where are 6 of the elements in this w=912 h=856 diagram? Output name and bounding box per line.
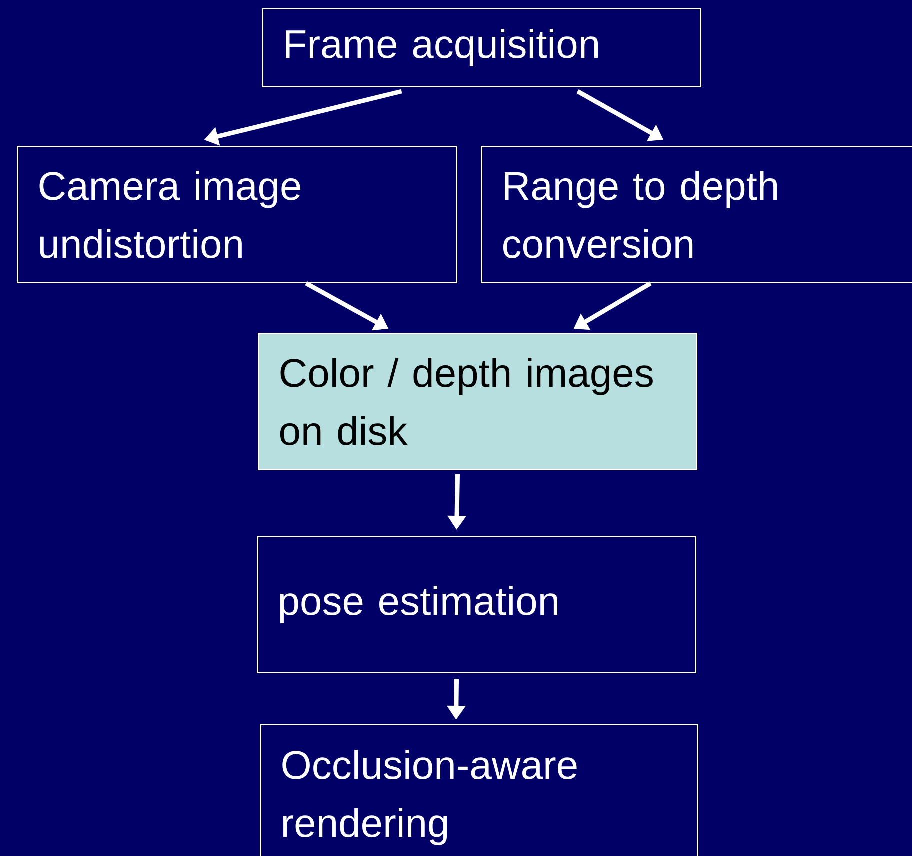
process-box: Color / depth images on disk — [258, 333, 698, 470]
process-box: pose estimation — [257, 536, 696, 674]
process-box: Range to depth conversion — [481, 146, 912, 284]
process-box: Frame acquisition — [262, 8, 702, 88]
process-box: Camera image undistortion — [17, 146, 458, 284]
process-box: Occlusion-aware rendering — [260, 724, 698, 856]
